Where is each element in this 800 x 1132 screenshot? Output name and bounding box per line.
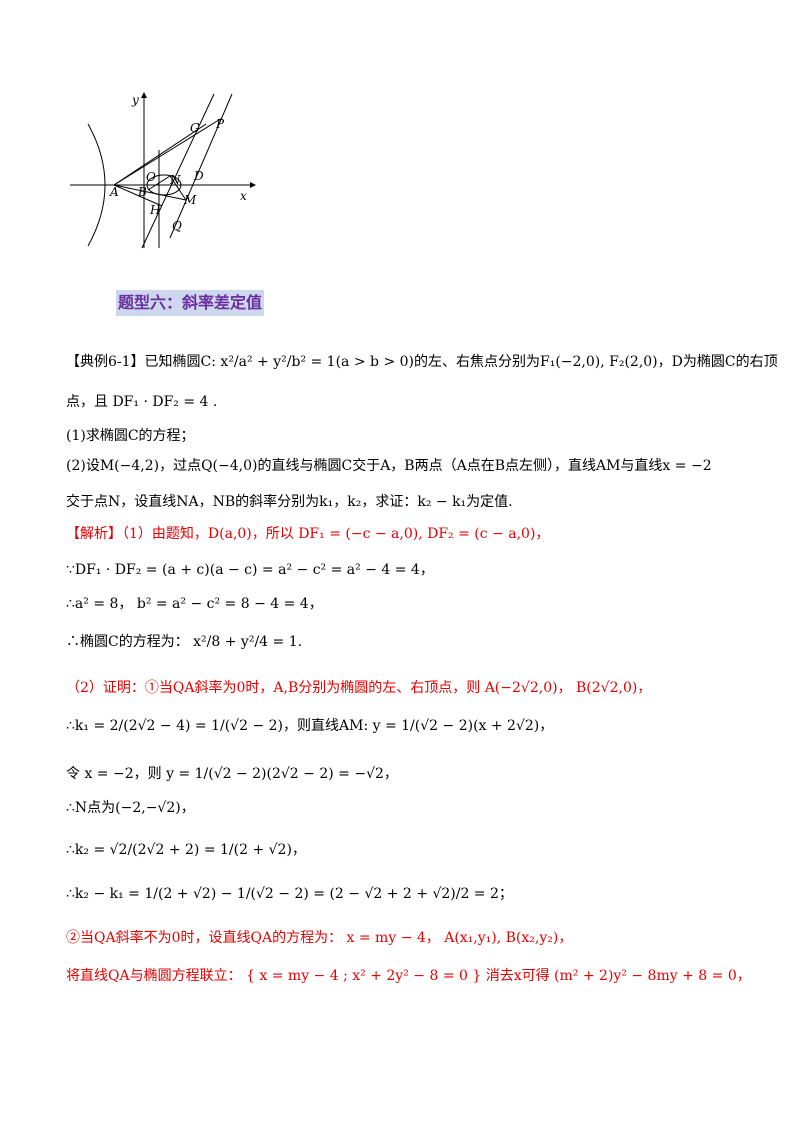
solution-line-9: ∴k₂ = √2/(2√2 + 2) = 1/(2 + √2)， [66,842,306,858]
solution-line-12: 将直线QA与椭圆方程联立： { x = my − 4 ; x² + 2y² − … [66,968,751,984]
line-GQ [141,93,215,249]
geometry-figure: y x O A B N D G P H M Q [70,92,256,249]
solution-line-11: ②当QA斜率不为0时，设直线QA的方程为： x = my − 4， A(x₁,y… [66,930,573,946]
solution-line-4: ∴椭圆C的方程为： x²/8 + y²/4 = 1. [66,634,303,650]
solution-line-6: ∴k₁ = 2/(2√2 − 4) = 1/(√2 − 2)，则直线AM: y … [66,718,554,734]
solution-line-10: ∴k₂ − k₁ = 1/(2 + √2) − 1/(√2 − 2) = (2 … [66,886,513,902]
line-BN [147,175,171,191]
solution-line-5: （2）证明：①当QA斜率为0时，A,B分别为椭圆的左、右顶点，则 A(−2√2,… [66,680,652,696]
solution-line-2: ∵DF₁ · DF₂ = (a + c)(a − c) = a² − c² = … [66,562,434,578]
label-O: O [146,170,156,184]
question-part-2-line-2: 交于点N，设直线NA，NB的斜率分别为k₁，k₂，求证：k₂ − k₁为定值. [66,494,513,510]
label-x: x [240,189,247,203]
example-statement-line-1: 【典例6-1】已知椭圆C: x²/a² + y²/b² = 1(a > b > … [66,354,778,370]
label-y: y [131,93,139,107]
solution-line-1: 【解析】（1）由题知，D(a,0)，所以 DF₁ = (−c − a,0), D… [66,526,550,542]
solution-line-7: 令 x = −2，则 y = 1/(√2 − 2)(2√2 − 2) = −√2… [66,766,398,782]
x-axis-arrow [250,182,256,188]
line-AP [113,117,223,186]
line-NM [169,175,187,201]
solution-line-8: ∴N点为(−2,−√2)， [66,800,195,816]
question-part-2-line-1: (2)设M(−4,2)，过点Q(−4,0)的直线与椭圆C交于A，B两点（A点在B… [66,458,712,474]
label-P: P [215,117,225,131]
question-part-1: (1)求椭圆C的方程； [66,428,195,444]
line-AG [113,123,207,186]
label-A: A [109,185,119,199]
solution-line-3: ∴a² = 8， b² = a² − c² = 8 − 4 = 4， [66,596,323,612]
example-statement-line-2: 点，且 DF₁ · DF₂ = 4 . [66,394,218,410]
hyperbola-branch [87,123,106,247]
section-title: 题型六：斜率差定值 [116,290,265,316]
label-G: G [190,121,200,135]
label-B: B [137,185,147,199]
label-D: D [193,169,204,183]
line-PQ [169,93,233,239]
label-H: H [149,203,161,217]
line-AM [113,184,187,201]
label-Q: Q [172,219,182,233]
y-axis-arrow [141,92,147,98]
label-M: M [183,193,197,207]
line-AH [113,184,163,207]
label-N: N [169,173,181,187]
